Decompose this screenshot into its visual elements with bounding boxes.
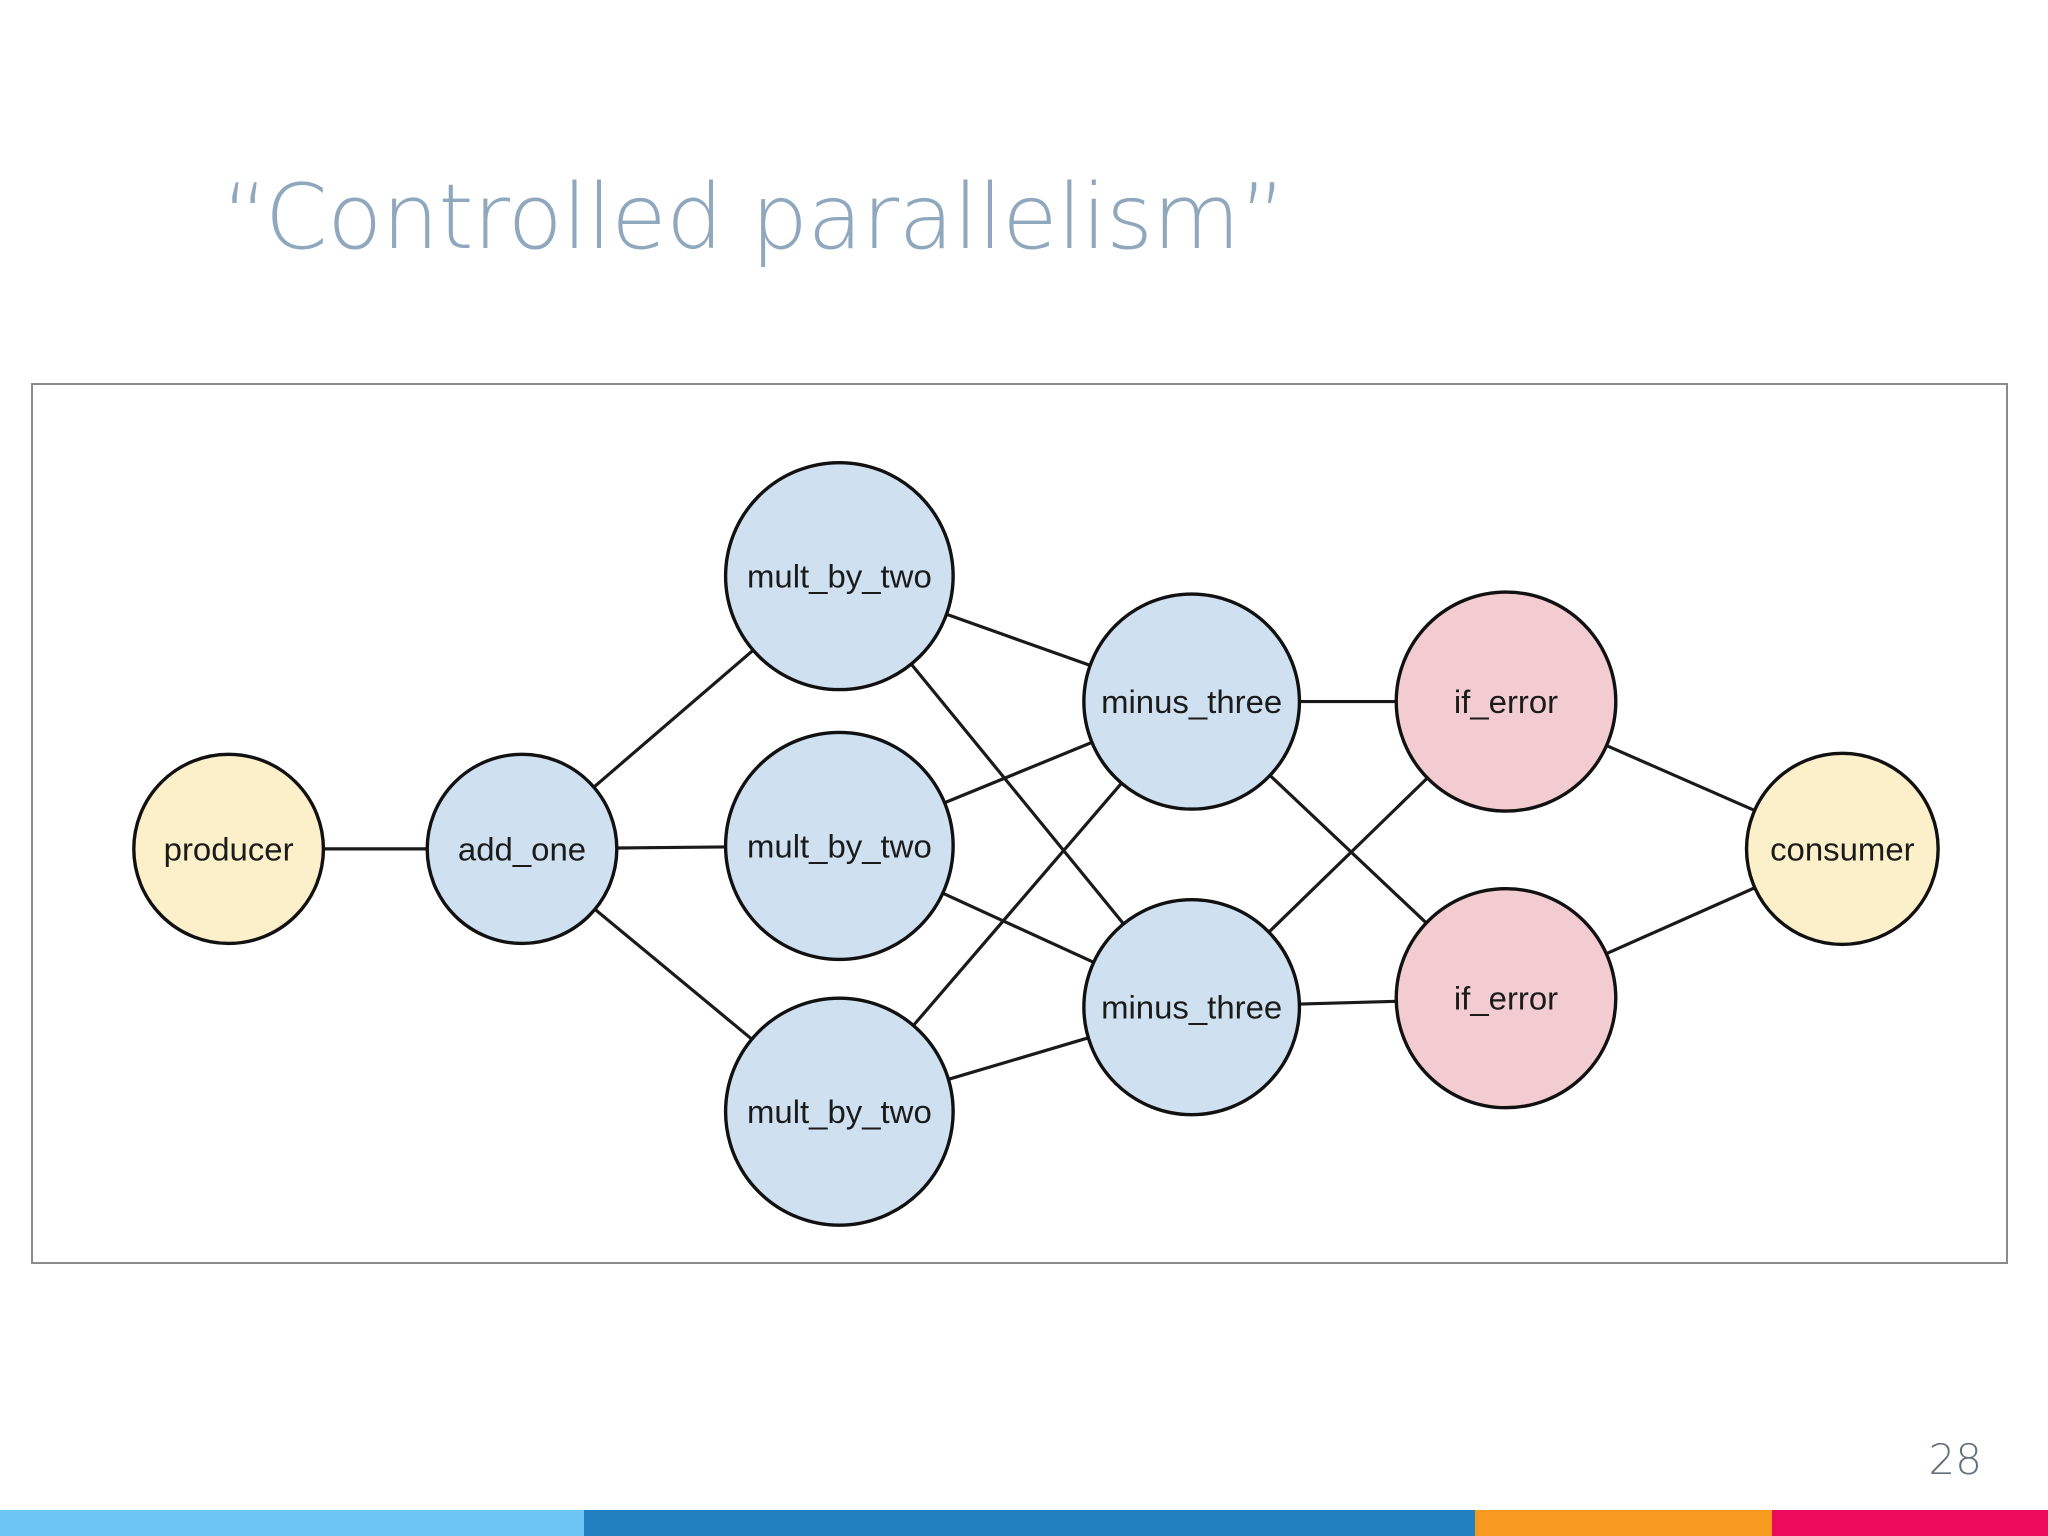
graph-edge bbox=[1605, 886, 1756, 956]
graph-node-add_one[interactable]: add_one bbox=[425, 752, 619, 946]
graph-node-mult_by_two_3[interactable]: mult_by_two bbox=[723, 996, 955, 1227]
node-label: if_error bbox=[1454, 683, 1558, 720]
graph-node-if_error_1[interactable]: if_error bbox=[1394, 590, 1618, 813]
node-label: mult_by_two bbox=[747, 1093, 932, 1130]
bottom-bar-segment-crimson bbox=[1771, 1510, 2048, 1536]
node-label: mult_by_two bbox=[747, 558, 932, 595]
graph-edge bbox=[1268, 774, 1428, 925]
node-label: minus_three bbox=[1101, 989, 1282, 1026]
graph-node-minus_three_2[interactable]: minus_three bbox=[1082, 897, 1302, 1117]
node-circle bbox=[425, 752, 619, 946]
page-title: “Controlled parallelism” bbox=[222, 165, 1286, 270]
node-circle bbox=[723, 460, 955, 692]
node-label: mult_by_two bbox=[747, 827, 932, 864]
node-label: consumer bbox=[1770, 830, 1915, 867]
graph-edge-layer bbox=[323, 612, 1756, 1081]
graph-edge bbox=[943, 740, 1093, 805]
graph-node-mult_by_two_1[interactable]: mult_by_two bbox=[723, 460, 955, 692]
bottom-bar-segment-orange bbox=[1474, 1510, 1772, 1536]
graph-node-minus_three_1[interactable]: minus_three bbox=[1082, 592, 1302, 811]
graph-edge bbox=[912, 782, 1123, 1027]
node-label: minus_three bbox=[1101, 683, 1282, 720]
bottom-bar-segment-light-blue bbox=[0, 1510, 584, 1536]
graph-edge bbox=[616, 845, 726, 850]
graph-edge bbox=[945, 612, 1091, 667]
node-circle bbox=[1744, 751, 1940, 947]
node-label: add_one bbox=[458, 830, 586, 867]
graph-node-consumer[interactable]: consumer bbox=[1744, 751, 1940, 947]
graph-node-if_error_2[interactable]: if_error bbox=[1394, 887, 1618, 1110]
node-circle bbox=[1082, 897, 1302, 1117]
node-label: if_error bbox=[1454, 980, 1558, 1017]
graph-edge bbox=[593, 908, 753, 1041]
node-label: producer bbox=[164, 830, 294, 867]
node-circle bbox=[1394, 590, 1618, 813]
graph-edge bbox=[910, 663, 1125, 925]
graph-edge bbox=[947, 1036, 1089, 1081]
page-number: 28 bbox=[1928, 1435, 1982, 1484]
bottom-color-bar bbox=[0, 1510, 2048, 1536]
node-circle bbox=[723, 996, 955, 1227]
graph-edge bbox=[1267, 776, 1429, 934]
node-circle bbox=[1082, 592, 1302, 811]
node-circle bbox=[132, 752, 326, 946]
node-circle bbox=[1394, 887, 1618, 1110]
graph-node-producer[interactable]: producer bbox=[132, 752, 326, 946]
bottom-bar-segment-blue bbox=[583, 1510, 1475, 1536]
graph-node-mult_by_two_2[interactable]: mult_by_two bbox=[723, 730, 955, 962]
graph-edge bbox=[592, 648, 755, 789]
graph-edge bbox=[1605, 744, 1756, 812]
node-circle bbox=[723, 730, 955, 962]
graph-edge bbox=[942, 891, 1095, 964]
graph-edge bbox=[1299, 999, 1397, 1006]
